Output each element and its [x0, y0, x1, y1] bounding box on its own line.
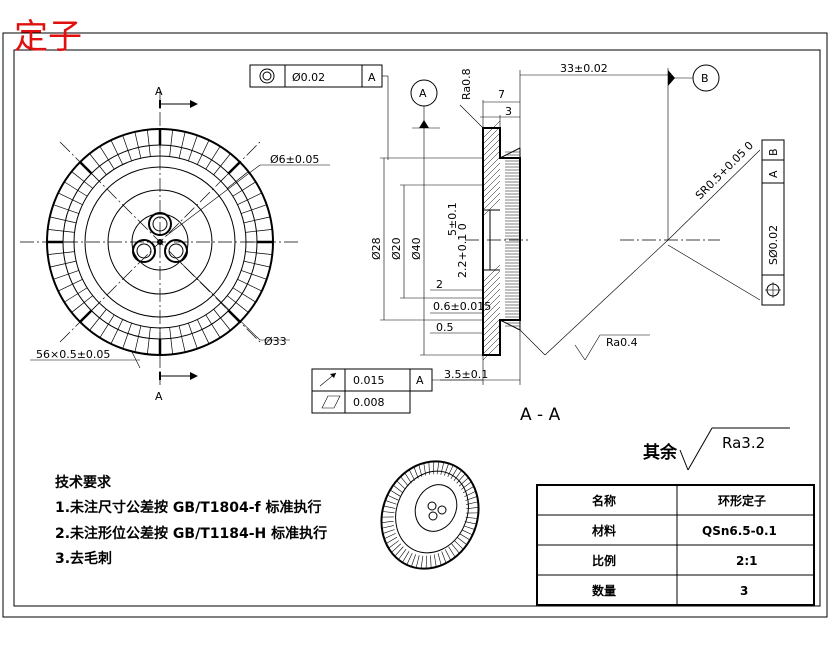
svg-text:B: B: [701, 72, 709, 85]
slot-dim: 56×0.5±0.05: [36, 348, 110, 361]
svg-text:名称: 名称: [592, 493, 616, 508]
svg-text:3: 3: [740, 584, 748, 598]
svg-text:数量: 数量: [592, 583, 616, 598]
svg-text:Ra0.4: Ra0.4: [606, 336, 638, 349]
svg-text:3: 3: [505, 105, 512, 118]
svg-text:3.5±0.1: 3.5±0.1: [444, 368, 488, 381]
svg-text:材料: 材料: [591, 523, 616, 538]
position-frame: B A SØ0.02: [761, 139, 785, 306]
section-label: A - A: [520, 405, 561, 425]
svg-text:SØ0.02: SØ0.02: [767, 225, 780, 265]
runout-frame: 0.015 A 0.008: [311, 368, 483, 414]
svg-text:其余: 其余: [643, 442, 678, 463]
svg-text:比例: 比例: [592, 553, 616, 568]
svg-text:A: A: [368, 71, 376, 84]
svg-text:1.未注尺寸公差按 GB/T1804-f 标准执行: 1.未注尺寸公差按 GB/T1804-f 标准执行: [55, 499, 322, 516]
svg-text:0.015: 0.015: [353, 374, 385, 387]
title-block: 名称 环形定子 材料 QSn6.5-0.1 比例 2:1 数量 3: [536, 484, 815, 606]
svg-text:A: A: [155, 85, 163, 98]
roughness-general: 其余 Ra3.2: [643, 427, 790, 471]
svg-text:2.未注形位公差按 GB/T1184-H 标准执行: 2.未注形位公差按 GB/T1184-H 标准执行: [55, 525, 327, 542]
gear-teeth: [47, 129, 273, 355]
svg-text:B: B: [767, 148, 780, 156]
svg-text:QSn6.5-0.1: QSn6.5-0.1: [702, 524, 777, 538]
outer-dia-dim: Ø33: [264, 335, 287, 348]
drawing-title: 定子: [14, 17, 82, 57]
section-hatch: [482, 120, 501, 361]
svg-text:环形定子: 环形定子: [718, 493, 766, 508]
svg-text:33±0.02: 33±0.02: [560, 62, 608, 75]
svg-text:技术要求: 技术要求: [55, 474, 112, 491]
svg-text:A: A: [416, 374, 424, 387]
hole-dia-dim: Ø6±0.05: [270, 153, 319, 166]
svg-text:7: 7: [498, 88, 505, 101]
svg-text:Ø40: Ø40: [410, 237, 423, 260]
svg-text:A: A: [419, 87, 427, 100]
section-view: A Ø28 Ø20 Ø40 Ra0.8: [370, 62, 761, 425]
section-teeth: [505, 151, 520, 327]
svg-text:Ø0.02: Ø0.02: [292, 71, 325, 84]
svg-text:A: A: [767, 170, 780, 178]
svg-text:SR0.5+0.05 0: SR0.5+0.05 0: [693, 139, 756, 202]
svg-text:2.2+0.1 0: 2.2+0.1 0: [456, 223, 469, 278]
svg-text:Ra3.2: Ra3.2: [722, 434, 765, 452]
inner-frame: [13, 49, 821, 607]
front-view: A A Ø6±0.05 Ø33 56×0.5±0.05: [20, 85, 330, 403]
svg-text:2:1: 2:1: [736, 554, 758, 568]
svg-text:0.6±0.015: 0.6±0.015: [433, 300, 491, 313]
concentricity-frame: Ø0.02 A: [249, 64, 389, 160]
svg-text:Ra0.8: Ra0.8: [460, 68, 473, 100]
svg-text:Ø28: Ø28: [370, 237, 383, 260]
tech-notes: 技术要求 1.未注尺寸公差按 GB/T1804-f 标准执行 2.未注形位公差按…: [55, 474, 327, 567]
outer-frame: [2, 32, 828, 618]
svg-text:Ø20: Ø20: [390, 237, 403, 260]
svg-text:2: 2: [436, 278, 443, 291]
svg-text:A: A: [155, 390, 163, 403]
svg-text:0.5: 0.5: [436, 321, 454, 334]
svg-text:3.去毛刺: 3.去毛刺: [55, 550, 112, 567]
svg-text:5±0.1: 5±0.1: [446, 202, 459, 236]
svg-text:0.008: 0.008: [353, 396, 385, 409]
iso-view: [380, 460, 480, 570]
